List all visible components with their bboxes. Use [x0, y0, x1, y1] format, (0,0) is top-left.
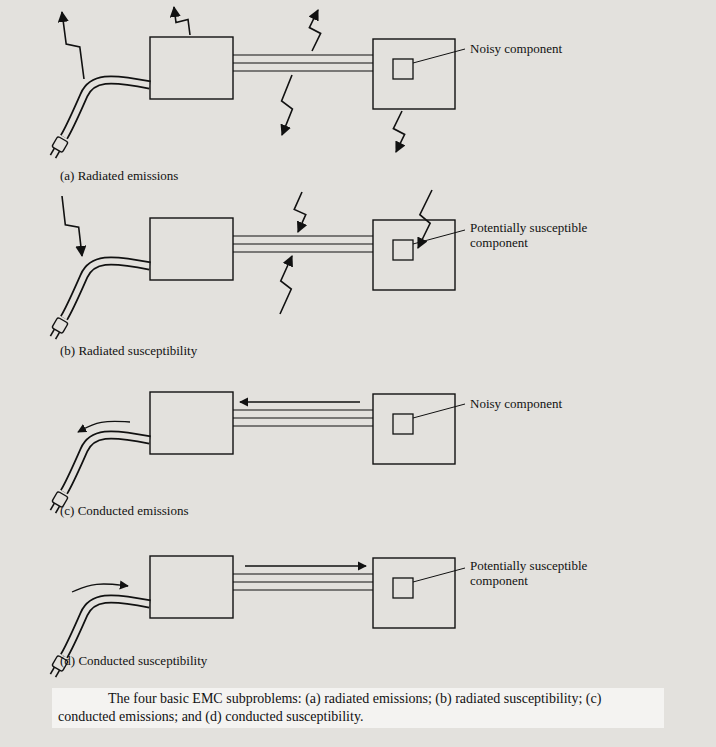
- power-cord: [64, 261, 150, 318]
- cable-wire: [233, 581, 373, 582]
- subproblem-panel: [48, 392, 465, 515]
- cable-wire: [233, 54, 373, 55]
- leader-line: [413, 49, 465, 63]
- cable-wire: [233, 417, 373, 418]
- component-box: [393, 414, 413, 434]
- panel-caption: (c) Conducted emissions: [60, 503, 320, 518]
- component-label: Noisy component: [470, 41, 590, 56]
- system-box: [373, 39, 455, 109]
- conducted-arrow: [78, 421, 130, 432]
- cable-wire: [233, 425, 373, 426]
- power-cord: [64, 80, 150, 137]
- component-label: Potentially susceptible component: [470, 220, 590, 250]
- component-box: [393, 240, 413, 260]
- field-bolt: [309, 10, 320, 51]
- field-bolt: [280, 256, 292, 314]
- cable-wire: [233, 573, 373, 574]
- system-box: [373, 558, 455, 628]
- component-box: [393, 578, 413, 598]
- power-cord: [64, 599, 150, 656]
- subproblem-panel: [48, 7, 465, 160]
- power-plug: [48, 136, 68, 159]
- component-box: [393, 59, 413, 79]
- cable-wire: [233, 62, 373, 63]
- power-cord: [64, 435, 150, 492]
- conducted-arrow: [245, 565, 366, 566]
- power-cord: [64, 599, 150, 656]
- subproblem-panel: [48, 556, 465, 679]
- system-box: [373, 220, 455, 290]
- power-cord: [64, 261, 150, 318]
- field-bolt: [282, 75, 293, 135]
- power-plug: [48, 317, 68, 340]
- system-box: [150, 37, 233, 99]
- power-cord: [64, 80, 150, 137]
- field-bolt: [62, 12, 84, 79]
- conducted-arrow: [72, 584, 128, 592]
- cable-wire: [233, 235, 373, 236]
- cable-wire: [233, 589, 373, 590]
- component-label: Noisy component: [470, 396, 590, 411]
- conducted-arrow: [240, 401, 360, 402]
- leader-line: [413, 404, 465, 418]
- field-bolt: [393, 111, 404, 152]
- cable-wire: [233, 409, 373, 410]
- panel-caption: (d) Conducted susceptibility: [60, 653, 320, 668]
- system-box: [150, 218, 233, 280]
- cable-wire: [233, 251, 373, 252]
- component-label: Potentially susceptible component: [470, 558, 590, 588]
- field-bolt: [62, 196, 82, 256]
- leader-line: [413, 568, 465, 582]
- system-box: [373, 394, 455, 464]
- panel-caption: (b) Radiated susceptibility: [60, 343, 320, 358]
- system-box: [150, 556, 233, 618]
- figure-caption: The four basic EMC subproblems: (a) radi…: [52, 688, 664, 728]
- power-cord: [64, 435, 150, 492]
- field-bolt: [418, 190, 432, 248]
- cable-wire: [233, 70, 373, 71]
- field-bolt: [174, 7, 190, 35]
- subproblem-panel: [48, 190, 465, 341]
- field-bolt: [294, 192, 306, 232]
- cable-wire: [233, 243, 373, 244]
- system-box: [150, 392, 233, 454]
- panel-caption: (a) Radiated emissions: [60, 168, 320, 183]
